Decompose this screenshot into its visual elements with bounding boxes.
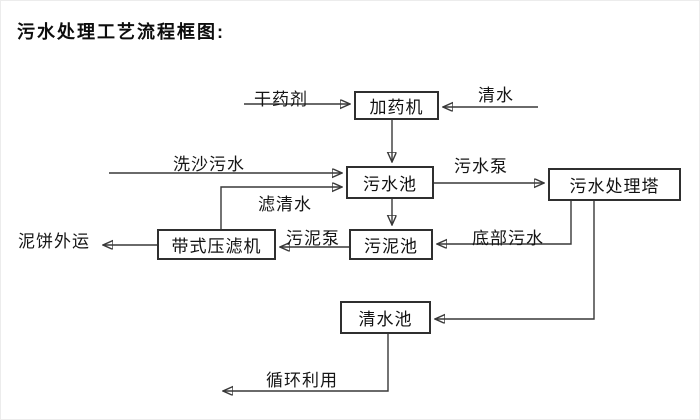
page-title: 污水处理工艺流程框图: — [17, 22, 225, 42]
node-belt-filter-press: 带式压滤机 — [157, 229, 276, 260]
node-sludge-pool: 污泥池 — [349, 229, 433, 260]
arrow-clear-water-pool-to-recycling — [223, 334, 389, 391]
label-sand-washing-sewage: 洗沙污水 — [173, 155, 245, 174]
node-sewage-treatment-tower: 污水处理塔 — [548, 168, 681, 201]
label-sewage-pump: 污水泵 — [454, 157, 508, 176]
node-dosing-machine: 加药机 — [354, 91, 439, 120]
label-sludge-pump: 污泥泵 — [286, 229, 340, 248]
arrow-tower-to-clear-water-pool — [435, 201, 595, 319]
node-sewage-pool: 污水池 — [346, 166, 434, 199]
label-mud-cake-out: 泥饼外运 — [18, 232, 90, 251]
label-dry-agent: 干药剂 — [254, 90, 308, 109]
label-bottom-sewage: 底部污水 — [472, 229, 544, 248]
node-clear-water-pool: 清水池 — [340, 301, 431, 334]
arrow-filtered-water-belt-press-to-sewage-pool — [220, 187, 342, 229]
label-filtered-water: 滤清水 — [258, 195, 312, 214]
label-clear-water: 清水 — [478, 86, 514, 105]
label-recycling: 循环利用 — [266, 371, 338, 390]
arrow-bottom-sewage-tower-to-sludge-pool — [437, 201, 572, 244]
